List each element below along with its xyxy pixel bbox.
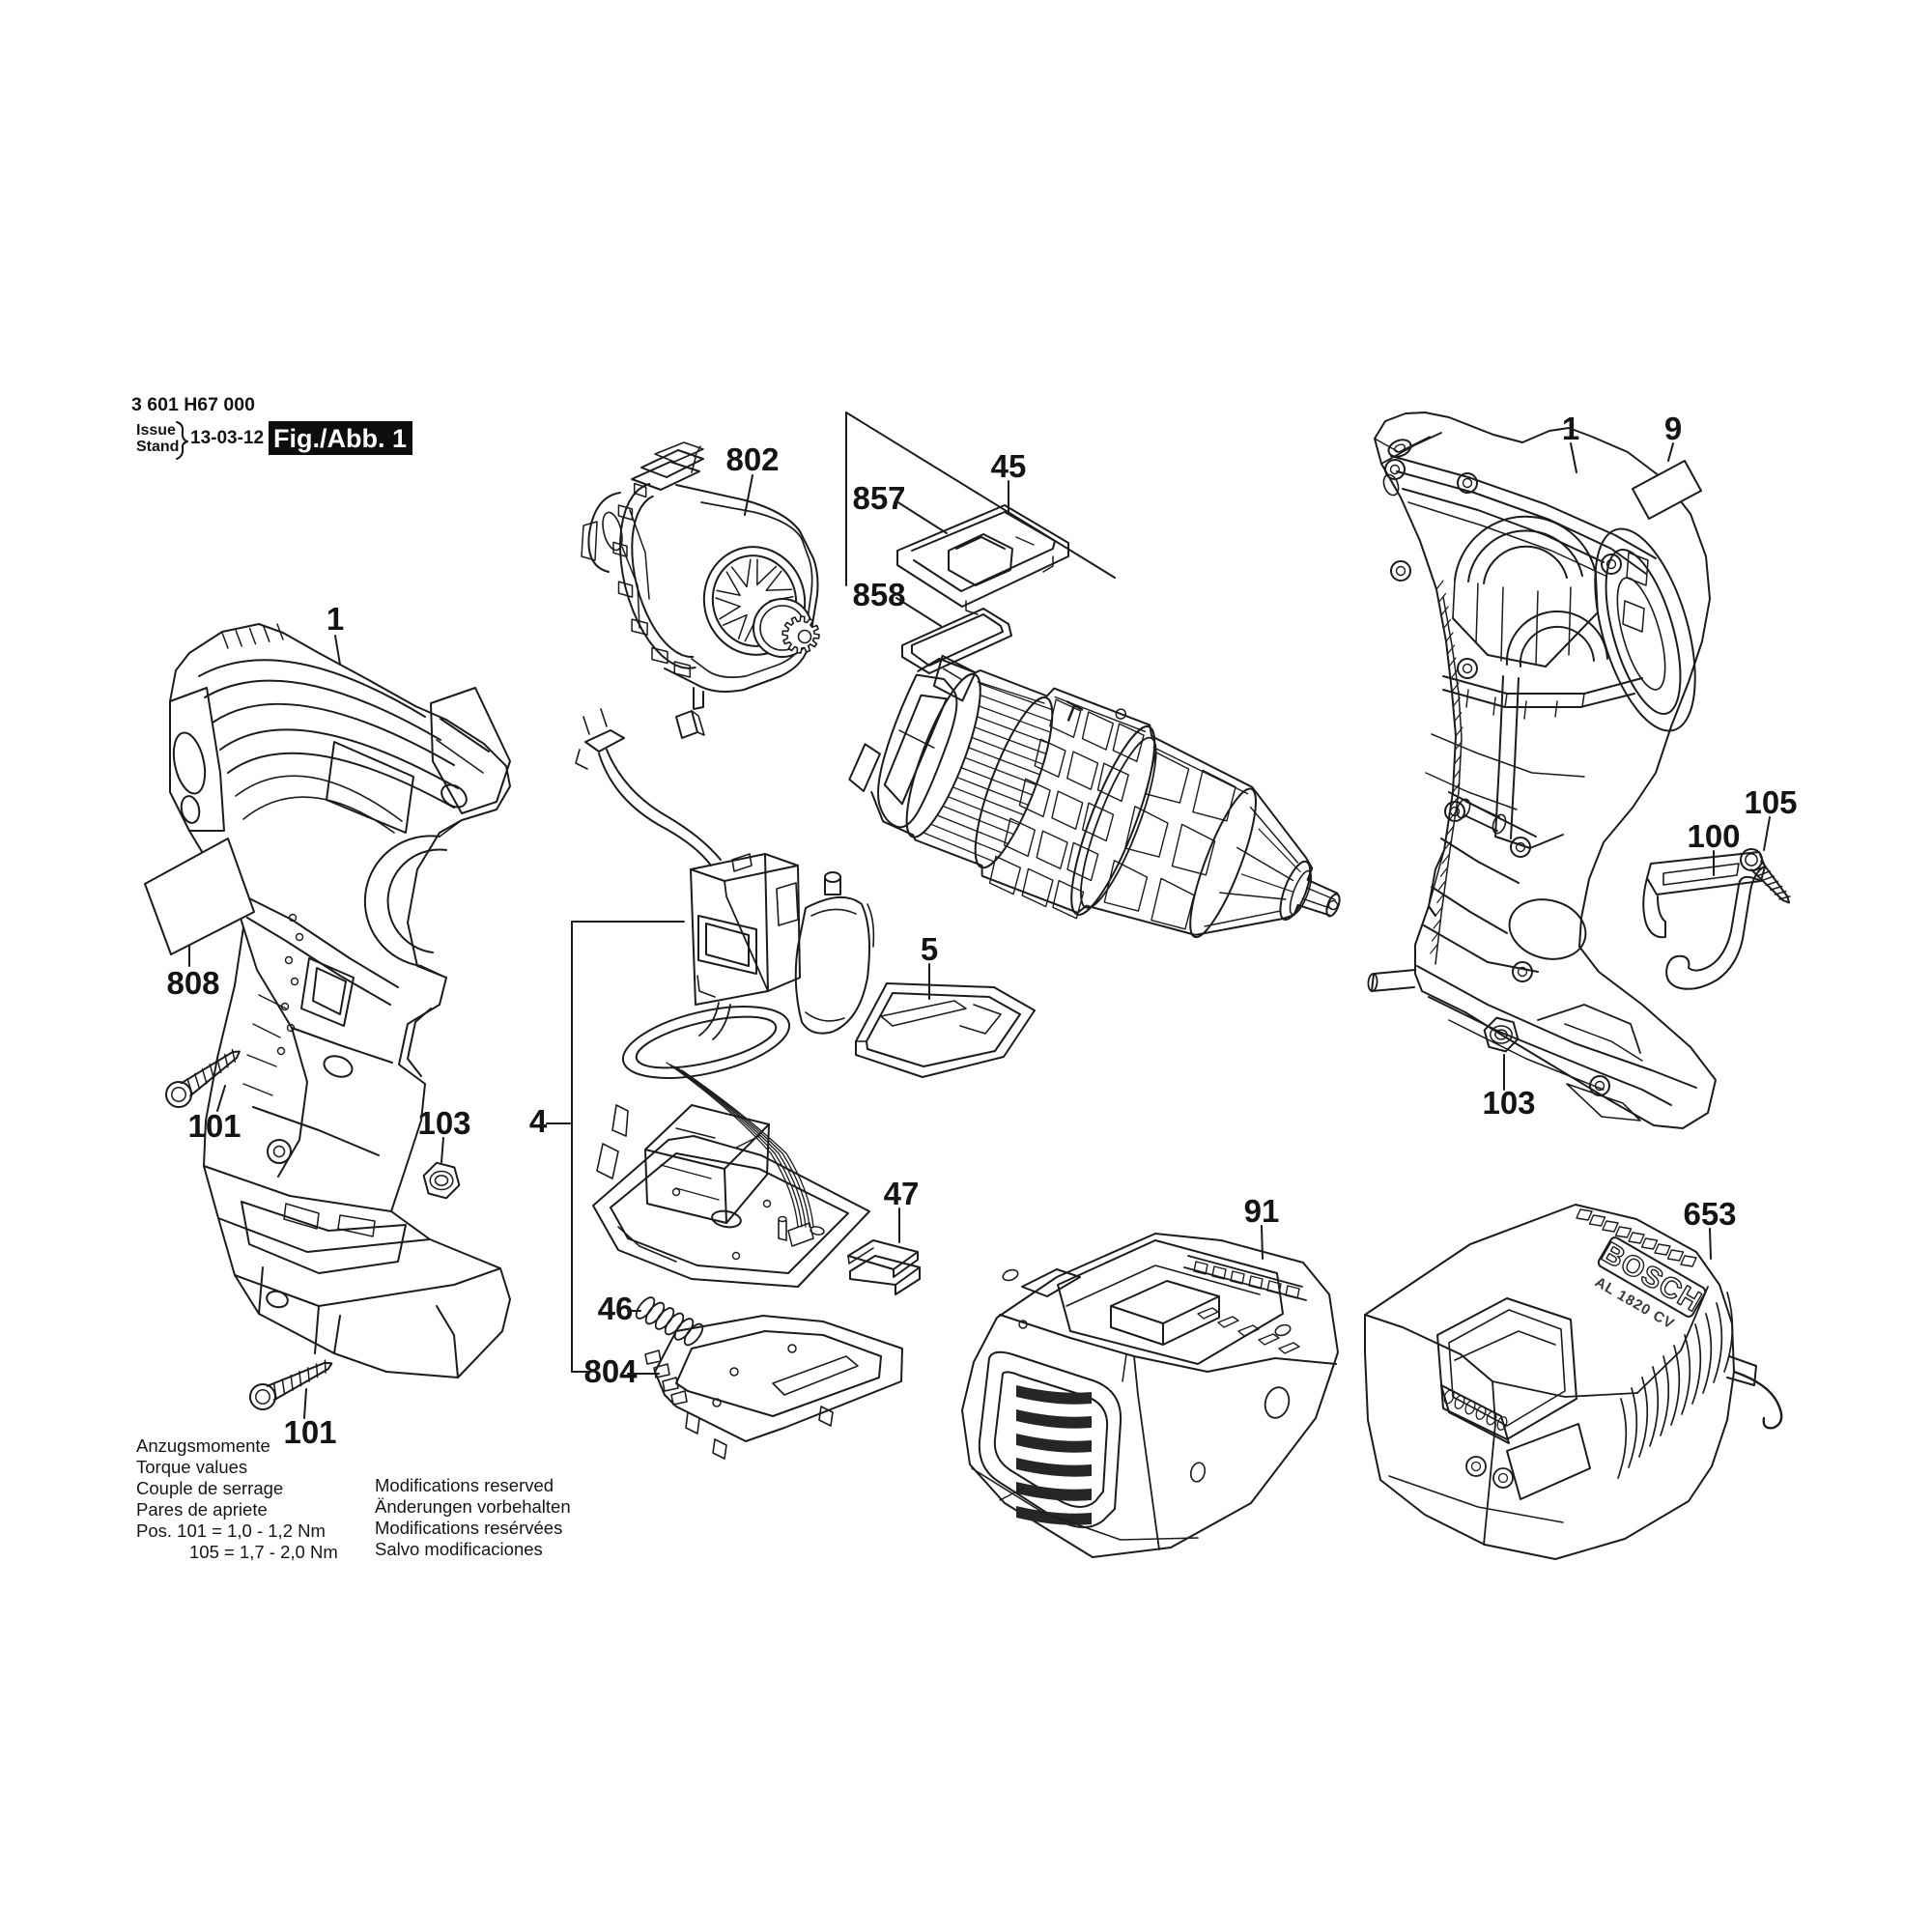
svg-text:857: 857 [852,480,905,516]
svg-text:45: 45 [991,448,1027,484]
svg-text:100: 100 [1687,818,1740,854]
svg-text:Änderungen vorbehalten: Änderungen vorbehalten [375,1496,571,1517]
svg-text:Pos. 101 = 1,0 - 1,2 Nm: Pos. 101 = 1,0 - 1,2 Nm [136,1520,326,1541]
svg-text:653: 653 [1683,1196,1736,1232]
svg-text:Stand: Stand [136,439,179,455]
svg-text:802: 802 [725,441,779,477]
svg-text:105: 105 [1744,784,1797,820]
svg-text:9: 9 [1664,411,1682,446]
svg-text:Modifications reserved: Modifications reserved [375,1475,554,1495]
svg-text:3 601 H67 000: 3 601 H67 000 [131,394,255,415]
svg-text:Anzugsmomente: Anzugsmomente [136,1435,270,1456]
svg-text:105 = 1,7 - 2,0 Nm: 105 = 1,7 - 2,0 Nm [189,1542,338,1562]
svg-text:1: 1 [327,601,344,637]
svg-text:47: 47 [884,1176,920,1211]
svg-text:Issue: Issue [136,422,176,439]
svg-text:101: 101 [187,1108,241,1144]
svg-text:103: 103 [1482,1085,1535,1121]
svg-text:Torque values: Torque values [136,1457,247,1477]
svg-text:103: 103 [417,1105,470,1141]
svg-text:13-03-12: 13-03-12 [190,428,264,448]
svg-text:808: 808 [166,965,219,1001]
svg-text:804: 804 [583,1353,638,1389]
svg-text:Fig./Abb. 1: Fig./Abb. 1 [273,424,407,453]
svg-text:101: 101 [283,1414,336,1450]
svg-text:4: 4 [529,1103,548,1139]
svg-text:5: 5 [921,931,938,967]
svg-text:Pares de apriete: Pares de apriete [136,1499,268,1520]
svg-text:Salvo modificaciones: Salvo modificaciones [375,1539,543,1559]
svg-text:Modifications resérvées: Modifications resérvées [375,1518,562,1538]
svg-text:91: 91 [1244,1193,1280,1229]
svg-text:46: 46 [598,1291,634,1326]
svg-text:Couple de serrage: Couple de serrage [136,1478,283,1498]
svg-text:858: 858 [852,577,905,612]
